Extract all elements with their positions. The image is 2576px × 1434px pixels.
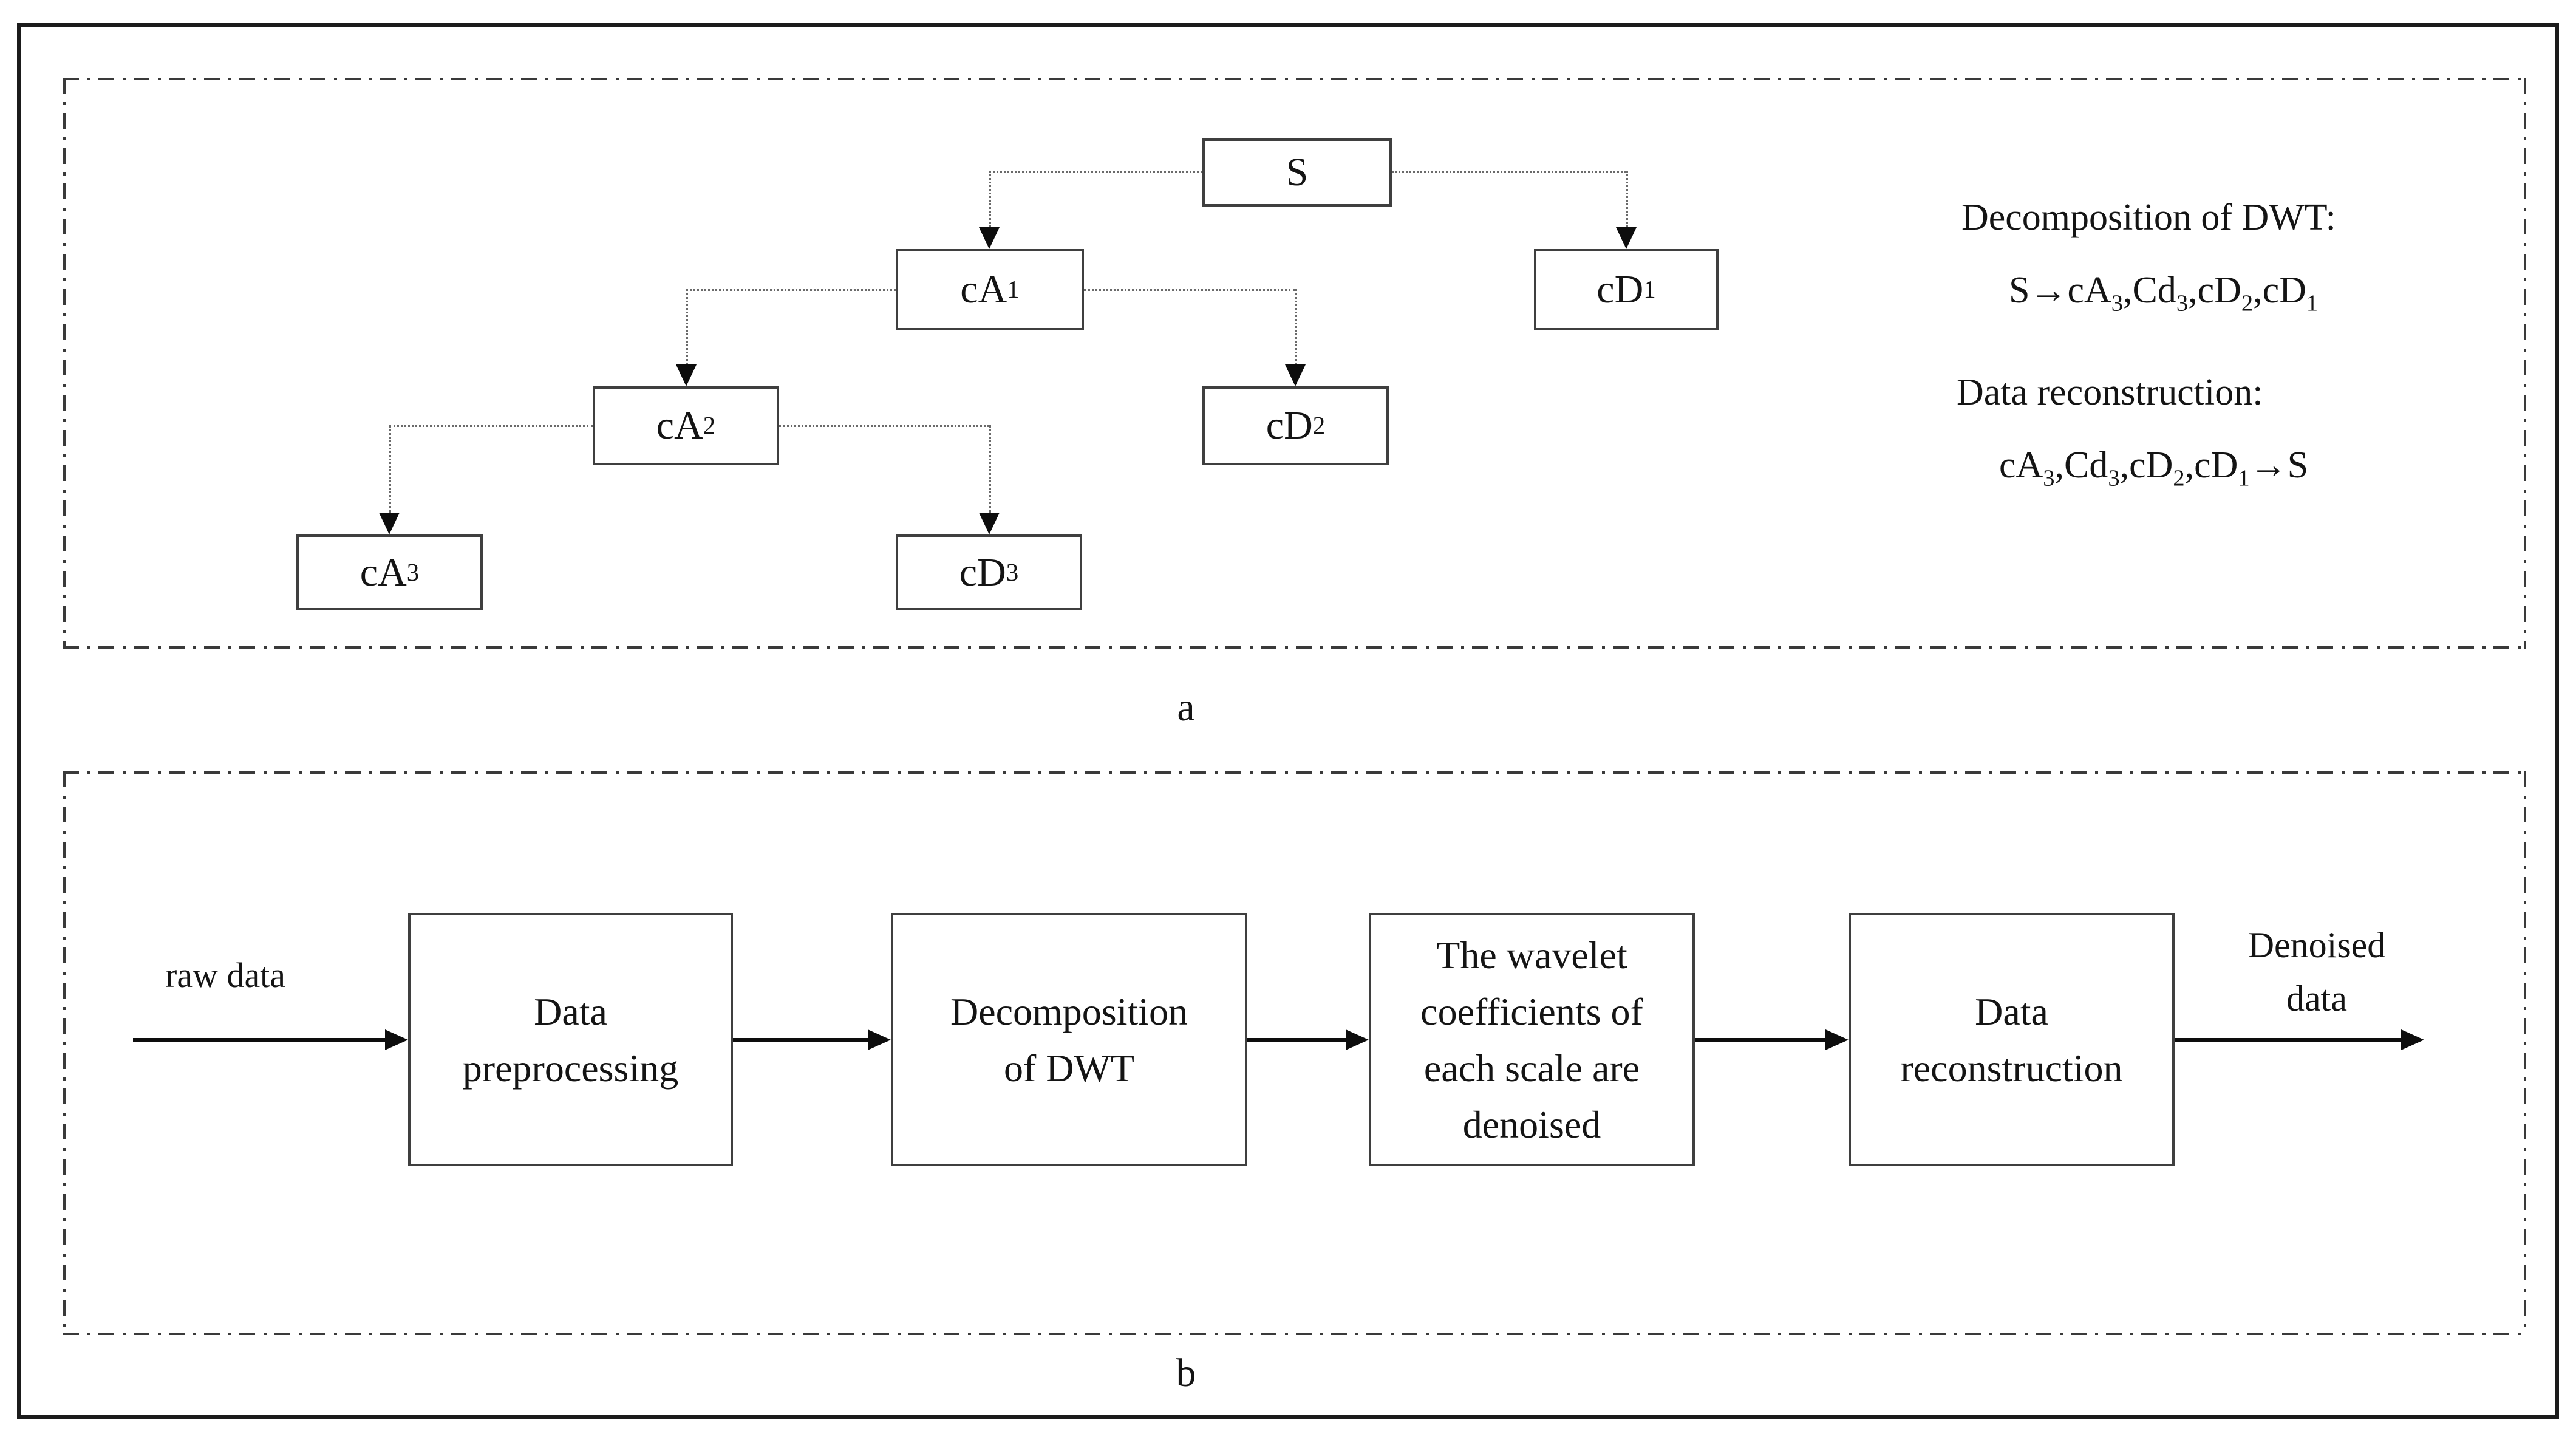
connector-ca1-cd2-vertical (1295, 289, 1297, 364)
connector-s-ca1-vertical (989, 171, 991, 227)
arrowhead-into-ca3-icon (379, 513, 400, 534)
arrowhead-into-cd2-icon (1285, 364, 1306, 386)
connector-s-ca1-horizontal (989, 171, 1202, 173)
denoised-data-label: Denoised data (2247, 925, 2386, 1019)
arrowhead-into-cd1-icon (1616, 227, 1637, 249)
panel-a-label: a (1177, 685, 1195, 729)
connector-s-cd1-horizontal (1392, 171, 1626, 173)
connector-ca1-ca2-horizontal (686, 289, 896, 291)
arrowhead-into-cd3-icon (979, 513, 1000, 534)
figure-outer-border (17, 23, 2559, 1419)
connector-s-cd1-vertical (1626, 171, 1628, 227)
step-box-data-reconstruction: Data reconstruction (1849, 913, 2175, 1166)
arrow-denoising-to-reconstruction-icon (1695, 1029, 1849, 1050)
arrowhead-into-ca1-icon (979, 227, 1000, 249)
arrow-rawdata-to-preprocessing-icon (133, 1029, 408, 1050)
step-box-dwt-decomposition: Decomposition of DWT (891, 913, 1247, 1166)
connector-ca2-cd3-vertical (989, 425, 991, 513)
raw-data-label: raw data (165, 955, 286, 995)
connector-ca2-cd3-horizontal (779, 425, 989, 427)
panel-b-label: b (1176, 1351, 1196, 1395)
connector-ca1-ca2-vertical (686, 289, 688, 364)
arrow-decomposition-to-denoising-icon (1247, 1029, 1369, 1050)
arrow-reconstruction-to-output-icon (2175, 1029, 2424, 1050)
step-box-coefficient-denoising: The wavelet coefficients of each scale a… (1369, 913, 1695, 1166)
legend-reconstruction-formula: cA3,Cd3,cD2,cD1→S (1999, 445, 2309, 491)
connector-ca2-ca3-vertical (389, 425, 391, 513)
tree-node-s: S (1202, 138, 1392, 207)
legend-decomposition-formula: S→cA3,Cd3,cD2,cD1 (2009, 270, 2319, 316)
arrowhead-into-ca2-icon (676, 364, 697, 386)
step-box-data-preprocessing: Data preprocessing (408, 913, 733, 1166)
connector-ca2-ca3-horizontal (389, 425, 593, 427)
legend-decomposition-title: Decomposition of DWT: (1961, 197, 2336, 238)
legend-reconstruction-title: Data reconstruction: (1957, 372, 2263, 413)
connector-ca1-cd2-horizontal (1084, 289, 1295, 291)
arrow-preprocessing-to-decomposition-icon (733, 1029, 891, 1050)
